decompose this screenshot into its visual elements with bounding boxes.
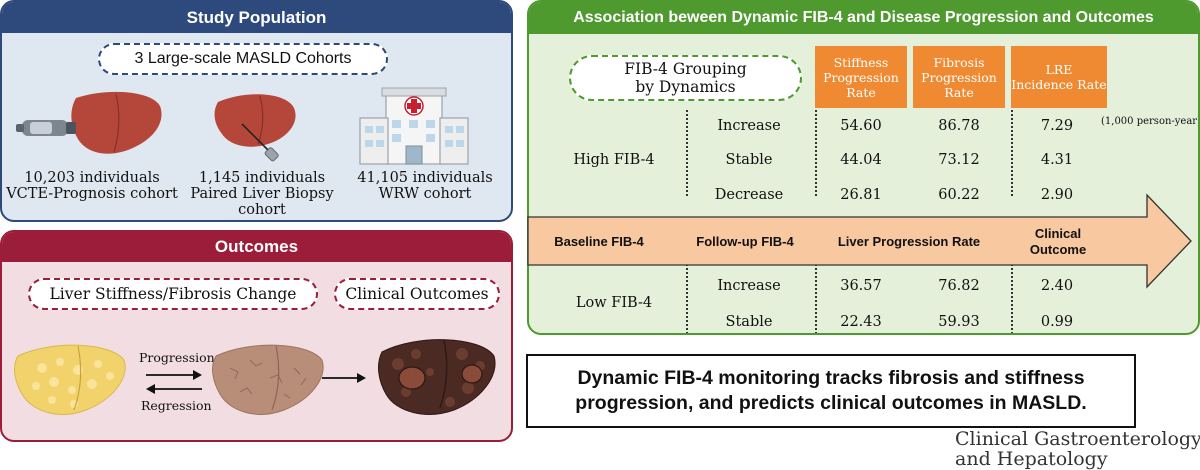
conclusion-line: progression, and predicts clinical outco… [575,392,1087,414]
fib4-grouping-label: FIB-4 Grouping by Dynamics [569,55,802,101]
journal-name-line1: Clinical Gastroenterology [955,428,1200,450]
conclusion-box: Dynamic FIB-4 monitoring tracks fibrosis… [526,354,1136,428]
stiffness-value: 44.04 [840,152,882,168]
study-population-title: Study Population [2,2,511,33]
conclusion-line: Dynamic FIB-4 monitoring tracks fibrosis… [577,367,1085,389]
hospital-icon [359,87,469,165]
banner-progression-rate: Liver Progression Rate [837,234,981,249]
col-header-line: Fibrosis [933,54,985,70]
outcomes-panel: Outcomes Liver Stiffness/Fibrosis Change… [0,230,513,442]
divider [1011,110,1013,196]
banner-line: Outcome [1029,242,1087,257]
row-change: Increase [717,118,781,134]
row-change: Increase [717,278,781,294]
cohort-name: Paired Liver Biopsy cohort [190,186,334,218]
fibrosis-value: 59.93 [938,314,980,330]
lre-value: 4.31 [1040,152,1074,168]
biopsy-liver-illustration [214,94,296,162]
banner-clinical-outcome: Clinical Outcome [1010,226,1106,258]
row-change: Stable [725,152,773,168]
divider [815,264,817,333]
cohorts-label: 3 Large-scale MASLD Cohorts [98,43,388,75]
cohort-count: 1,145 individuals [198,170,326,186]
divider [686,264,688,333]
association-panel: Association beween Dynamic FIB-4 and Dis… [527,0,1200,335]
fibrosis-value: 86.78 [938,118,980,134]
row-change: Decrease [714,187,784,203]
fibrosis-value: 76.82 [938,278,980,294]
col-header-line: Incidence Rate [1011,77,1107,92]
high-fib4-label: High FIB-4 [573,152,655,168]
cohort-count: 10,203 individuals [24,170,160,186]
journal-name-line2: and Hepatology [955,448,1108,470]
progression-regression-arrows [146,370,202,394]
col-header-line: Rate [846,84,876,100]
stiffness-fibrosis-change-pill: Liver Stiffness/Fibrosis Change [28,278,318,310]
grouping-line: FIB-4 Grouping [624,60,747,78]
cohort-name: VCTE-Prognosis cohort [6,186,178,202]
banner-arrow [527,193,1192,289]
row-change: Stable [725,314,773,330]
fatty-liver-icon [14,344,126,415]
stiffness-value: 54.60 [840,118,882,134]
stiffness-value: 22.43 [840,314,882,330]
liver-icon [214,94,296,147]
banner-baseline: Baseline FIB-4 [554,234,644,249]
fibrosis-value: 73.12 [938,152,980,168]
cirrhotic-liver-icon [378,339,496,415]
divider [686,110,688,196]
association-title: Association beween Dynamic FIB-4 and Dis… [529,2,1198,34]
liver-icon [71,91,162,154]
col-header-line: Rate [944,84,974,100]
outcomes-title: Outcomes [2,232,511,262]
col-header-line: Progression [823,69,899,85]
stiffness-value: 26.81 [840,187,882,203]
biopsy-needle-icon [241,123,279,162]
vcte-liver-illustration [16,91,162,154]
col-header-line: Progression [921,69,997,85]
divider [1011,264,1013,333]
lre-value: 0.99 [1040,314,1074,330]
lre-value: 7.29 [1040,118,1074,134]
clinical-outcomes-pill: Clinical Outcomes [334,278,500,310]
low-fib4-label: Low FIB-4 [575,295,653,311]
lre-value: 2.40 [1040,278,1074,294]
to-cirrhosis-arrow [322,373,366,383]
lre-value: 2.90 [1040,187,1074,203]
fibrotic-liver-icon [212,344,324,415]
study-population-panel: Study Population 3 Large-scale MASLD Coh… [0,0,513,222]
col-header-line: Stiffness [833,54,889,70]
col-header-line: LRE [1045,62,1073,77]
vcte-probe-icon [16,120,76,136]
progression-label: Progression [139,350,215,365]
cohort-count: 41,105 individuals [357,170,493,186]
divider [815,110,817,196]
banner-line: Clinical [1034,226,1082,241]
regression-label: Regression [141,398,212,413]
banner-followup: Follow-up FIB-4 [696,234,794,249]
cohort-name: WRW cohort [378,186,472,202]
grouping-line: by Dynamics [635,78,736,96]
unit-note: (1,000 person-year) [1101,116,1200,127]
fibrosis-value: 60.22 [938,187,980,203]
stiffness-value: 36.57 [840,278,882,294]
